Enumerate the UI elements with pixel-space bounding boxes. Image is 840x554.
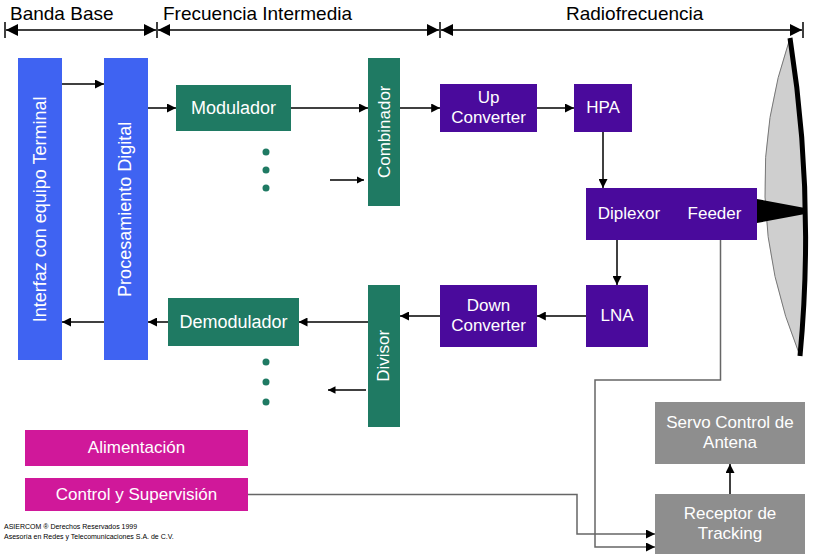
modulator-box: Modulador bbox=[176, 85, 291, 131]
signal-arrow bbox=[537, 315, 586, 317]
signal-arrow bbox=[148, 107, 176, 109]
box-label: Servo Control de Antena bbox=[665, 413, 795, 452]
extra-channel-arrows bbox=[328, 180, 366, 390]
box-label: Up Converter bbox=[450, 88, 527, 127]
section-heading: Frecuencia Intermedia bbox=[163, 3, 352, 25]
signal-arrow bbox=[299, 321, 368, 323]
combiner-box: Combinador bbox=[368, 58, 400, 206]
parabolic-dish bbox=[757, 38, 806, 356]
signal-arrow bbox=[62, 321, 104, 323]
converter-box: Down Converter bbox=[440, 285, 537, 347]
amplifier-box: LNA bbox=[586, 285, 648, 347]
signal-arrow bbox=[291, 107, 368, 109]
continuation-dots bbox=[263, 149, 270, 406]
demodulator-box: Demodulador bbox=[168, 298, 298, 346]
interface-box: Interfaz con equipo Terminal bbox=[18, 58, 62, 360]
processing-box: Procesamiento Digital bbox=[104, 58, 148, 360]
divider-box: Divisor bbox=[368, 285, 400, 427]
copyright-note: Asesoría en Redes y Telecomunicaciones S… bbox=[4, 533, 174, 540]
box-label: Combinador bbox=[374, 86, 394, 179]
section-heading: Banda Base bbox=[10, 3, 114, 25]
copyright-note: ASIERCOM ® Derechos Reservados 1999 bbox=[4, 523, 137, 530]
signal-arrow bbox=[148, 321, 168, 323]
box-label: Down Converter bbox=[450, 296, 527, 335]
tracking-box: Receptor de Tracking bbox=[655, 494, 805, 554]
box-label: Demodulador bbox=[179, 312, 287, 333]
box-label: Feeder bbox=[688, 204, 742, 224]
servo-box: Servo Control de Antena bbox=[655, 402, 805, 464]
feeder-box: Feeder bbox=[672, 188, 757, 240]
signal-arrow bbox=[400, 107, 440, 109]
box-label: Procesamiento Digital bbox=[116, 121, 137, 296]
amplifier-box: HPA bbox=[574, 84, 632, 132]
box-label: Modulador bbox=[191, 98, 276, 119]
signal-arrow bbox=[400, 315, 440, 317]
section-heading: Radiofrecuencia bbox=[566, 3, 703, 25]
power-box: Alimentación bbox=[25, 430, 248, 466]
box-label: Control y Supervisión bbox=[56, 485, 218, 505]
box-label: Alimentación bbox=[88, 438, 185, 458]
diplexer-box: Diplexor bbox=[586, 188, 672, 240]
converter-box: Up Converter bbox=[440, 84, 537, 132]
section-brackets bbox=[5, 22, 803, 38]
signal-arrow bbox=[537, 107, 574, 109]
box-label: Diplexor bbox=[598, 204, 660, 224]
signal-arrow bbox=[62, 83, 104, 85]
box-label: Receptor de Tracking bbox=[665, 504, 795, 543]
signal-arrow bbox=[248, 495, 655, 535]
signal-arrow bbox=[602, 132, 604, 188]
signal-arrow bbox=[616, 240, 618, 285]
box-label: Divisor bbox=[374, 330, 394, 382]
box-label: LNA bbox=[600, 306, 633, 326]
box-label: Interfaz con equipo Terminal bbox=[30, 96, 51, 322]
control-box: Control y Supervisión bbox=[25, 478, 248, 511]
signal-arrow bbox=[729, 464, 731, 494]
box-label: HPA bbox=[586, 98, 620, 118]
